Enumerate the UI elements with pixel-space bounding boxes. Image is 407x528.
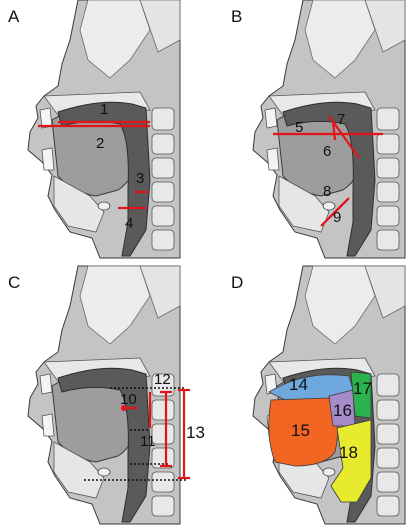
label-9: 9 bbox=[333, 209, 341, 226]
panel-c-reference-lines bbox=[84, 387, 186, 481]
region-18 bbox=[330, 419, 372, 503]
label-18: 18 bbox=[339, 443, 358, 462]
panel-a-letter: A bbox=[8, 7, 20, 26]
label-13: 13 bbox=[186, 423, 205, 442]
region-17 bbox=[350, 371, 372, 419]
panel-a: A 1 2 3 4 bbox=[8, 0, 181, 259]
label-11: 11 bbox=[140, 433, 156, 450]
label-16: 16 bbox=[333, 401, 352, 420]
label-2: 2 bbox=[96, 135, 104, 152]
label-17: 17 bbox=[353, 379, 372, 398]
label-12: 12 bbox=[154, 371, 171, 388]
panel-d: D 14 15 16 17 18 bbox=[231, 265, 406, 525]
label-14: 14 bbox=[289, 375, 308, 394]
label-15: 15 bbox=[291, 421, 310, 440]
panel-d-letter: D bbox=[231, 273, 243, 292]
panel-b: B 5 6 7 8 9 bbox=[231, 0, 406, 259]
label-7: 7 bbox=[337, 111, 345, 128]
label-3: 3 bbox=[136, 170, 144, 187]
panel-c-measure-lines bbox=[121, 388, 190, 480]
label-1: 1 bbox=[100, 101, 108, 118]
panel-c: C 10 11 12 13 bbox=[8, 265, 205, 525]
panel-d-regions bbox=[268, 371, 372, 503]
panel-b-measure-lines bbox=[273, 115, 383, 227]
label-4: 4 bbox=[125, 215, 133, 232]
panel-c-letter: C bbox=[8, 273, 20, 292]
panel-b-letter: B bbox=[231, 7, 242, 26]
panel-a-measure-lines bbox=[38, 120, 150, 210]
label-6: 6 bbox=[323, 143, 331, 160]
label-10: 10 bbox=[120, 391, 137, 408]
label-5: 5 bbox=[295, 119, 303, 136]
label-8: 8 bbox=[323, 183, 331, 200]
